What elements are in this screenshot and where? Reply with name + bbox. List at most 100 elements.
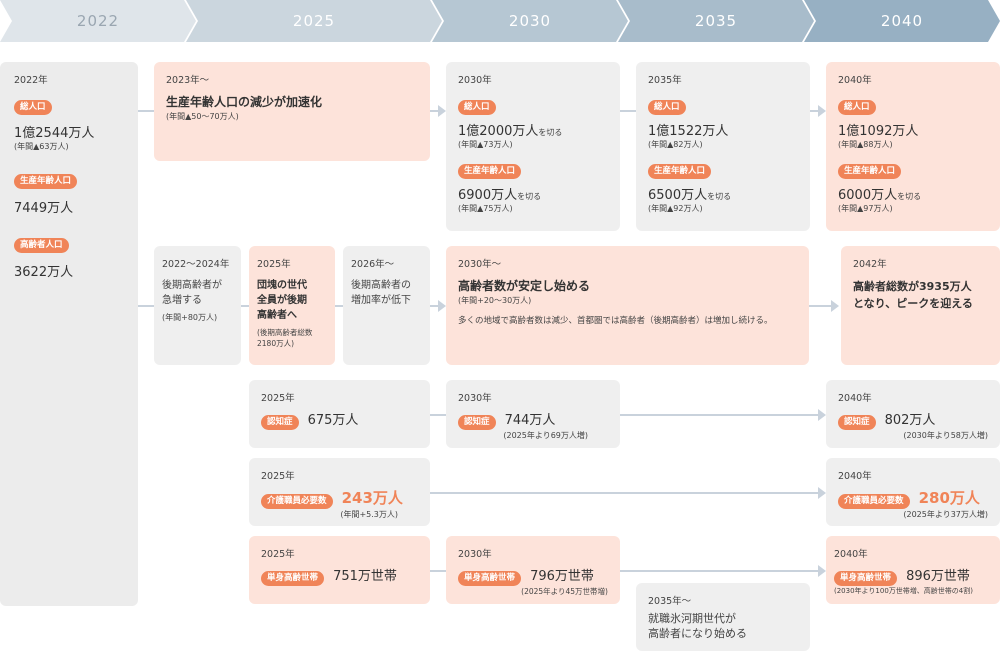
connector-line <box>335 305 343 307</box>
total-population-value: 1億2544万人 <box>14 126 95 141</box>
card-headline: 高齢者数が安定し始める <box>458 279 591 293</box>
working-population-value: 7449万人 <box>14 201 74 216</box>
card-2023-working-decline: 2023年～ 生産年齢人口の減少が加速化 (年間▲50～70万人) <box>154 62 430 161</box>
care-workers-value: 280万人 <box>918 489 980 507</box>
total-population-note: (年間▲73万人) <box>458 140 513 149</box>
working-population-suffix: を切る <box>897 192 922 201</box>
card-2025-single-households: 2025年 単身高齢世帯 751万世帯 <box>249 536 430 604</box>
connector-line <box>620 110 636 112</box>
year-label: 2035年 <box>648 75 682 86</box>
year-label: 2026年～ <box>351 259 395 270</box>
working-population-value: 6000万人 <box>838 188 898 203</box>
card-line: 就職氷河期世代が <box>648 612 736 625</box>
connector-line <box>620 570 818 572</box>
tag-single-households: 単身高齢世帯 <box>834 571 898 586</box>
card-2035-ice-age-generation: 2035年～ 就職氷河期世代が 高齢者になり始める <box>636 583 810 651</box>
tag-elderly-population: 高齢者人口 <box>14 238 69 253</box>
timeline-segment-2030: 2030 <box>432 0 628 42</box>
year-label: 2040年 <box>838 75 872 86</box>
card-note: (後期高齢者総数 <box>257 328 313 337</box>
card-note: (年間+80万人) <box>162 313 218 322</box>
arrow-icon <box>818 565 826 577</box>
care-workers-value: 243万人 <box>341 489 403 507</box>
connector-line <box>620 414 818 416</box>
card-line: となり、ピークを迎える <box>853 297 973 310</box>
arrow-icon <box>438 300 446 312</box>
year-label: 2035年～ <box>648 596 692 607</box>
connector-line <box>430 570 446 572</box>
arrow-icon <box>818 105 826 117</box>
connector-line <box>241 305 249 307</box>
working-population-note: (年間▲97万人) <box>838 204 893 213</box>
tag-working-population: 生産年齢人口 <box>14 174 78 189</box>
total-population-note: (年間▲63万人) <box>14 142 69 151</box>
card-line: 後期高齢者の <box>351 280 411 291</box>
timeline-year-label: 2025 <box>292 12 336 30</box>
tag-dementia: 認知症 <box>838 415 876 430</box>
year-label: 2022年 <box>14 75 48 86</box>
tag-single-households: 単身高齢世帯 <box>261 571 325 586</box>
card-note: (年間+20～30万人) <box>458 296 532 305</box>
working-population-suffix: を切る <box>707 192 732 201</box>
card-line: 高齢者になり始める <box>648 627 747 640</box>
connector-line <box>809 305 831 307</box>
dementia-value: 744万人 <box>504 413 556 428</box>
working-population-value: 6900万人 <box>458 188 518 203</box>
card-2042-elderly-peak: 2042年 高齢者総数が3935万人 となり、ピークを迎える <box>841 246 1000 365</box>
year-label: 2025年 <box>261 393 295 404</box>
total-population-value: 1億1522万人 <box>648 124 729 139</box>
card-2040-single-households: 2040年 単身高齢世帯 896万世帯 (2030年より100万世帯増、高齢世帯… <box>826 536 1000 604</box>
year-label: 2042年 <box>853 259 887 270</box>
connector-line <box>430 414 446 416</box>
connector-line <box>138 305 154 307</box>
single-households-value: 751万世帯 <box>333 569 397 584</box>
tag-total-population: 総人口 <box>648 100 686 115</box>
tag-working-population: 生産年齢人口 <box>838 164 902 179</box>
timeline-segment-2025: 2025 <box>186 0 442 42</box>
connector-line <box>138 110 154 112</box>
arrow-icon <box>818 487 826 499</box>
single-households-value: 896万世帯 <box>906 569 970 584</box>
card-line: 後期高齢者が <box>162 280 222 291</box>
card-2030-elderly-stabilize: 2030年～ 高齢者数が安定し始める (年間+20～30万人) 多くの地域で高齢… <box>446 246 809 365</box>
dementia-note: (2030年より58万人増) <box>903 431 988 440</box>
single-households-note: (2025年より45万世帯増) <box>521 587 608 596</box>
year-label: 2040年 <box>838 471 872 482</box>
tag-care-workers: 介護職員必要数 <box>838 494 910 509</box>
single-households-value: 796万世帯 <box>530 569 594 584</box>
card-note: 2180万人) <box>257 339 295 348</box>
care-workers-note: (年間+5.3万人) <box>340 510 398 519</box>
timeline-year-label: 2022 <box>76 12 120 30</box>
connector-line <box>430 110 438 112</box>
year-label: 2030年 <box>458 549 492 560</box>
total-population-note: (年間▲82万人) <box>648 140 703 149</box>
year-label: 2025年 <box>261 471 295 482</box>
arrow-icon <box>438 105 446 117</box>
tag-dementia: 認知症 <box>261 415 299 430</box>
card-2040-population: 2040年 総人口 1億1092万人 (年間▲88万人) 生産年齢人口 6000… <box>826 62 1000 231</box>
timeline-year-label: 2030 <box>508 12 552 30</box>
card-2026-growth-slows: 2026年～ 後期高齢者の 増加率が低下 <box>343 246 430 365</box>
year-label: 2040年 <box>838 393 872 404</box>
total-population-value: 1億2000万人 <box>458 124 539 139</box>
card-2025-baby-boomers: 2025年 団塊の世代 全員が後期 高齢者へ (後期高齢者総数 2180万人) <box>249 246 335 365</box>
year-label: 2030年 <box>458 75 492 86</box>
card-line: 全員が後期 <box>257 295 307 306</box>
year-2022-panel <box>0 62 138 606</box>
card-2022-late-elderly-surge: 2022～2024年 後期高齢者が 急増する (年間+80万人) <box>154 246 241 365</box>
year-label: 2040年 <box>834 549 868 560</box>
tag-total-population: 総人口 <box>838 100 876 115</box>
total-population-suffix: を切る <box>538 128 563 137</box>
tag-care-workers: 介護職員必要数 <box>261 494 333 509</box>
tag-dementia: 認知症 <box>458 415 496 430</box>
timeline-segment-2040: 2040 <box>804 0 1000 42</box>
single-households-note: (2030年より100万世帯増、高齢世帯の4割) <box>834 587 973 595</box>
year-label: 2025年 <box>261 549 295 560</box>
care-workers-note: (2025年より37万人増) <box>903 510 988 519</box>
tag-total-population: 総人口 <box>14 100 52 115</box>
card-2040-dementia: 2040年 認知症 802万人 (2030年より58万人増) <box>826 380 1000 448</box>
dementia-value: 802万人 <box>884 413 936 428</box>
year-label: 2023年～ <box>166 75 210 86</box>
card-2030-population: 2030年 総人口 1億2000万人を切る (年間▲73万人) 生産年齢人口 6… <box>446 62 620 231</box>
year-label: 2030年～ <box>458 259 502 270</box>
